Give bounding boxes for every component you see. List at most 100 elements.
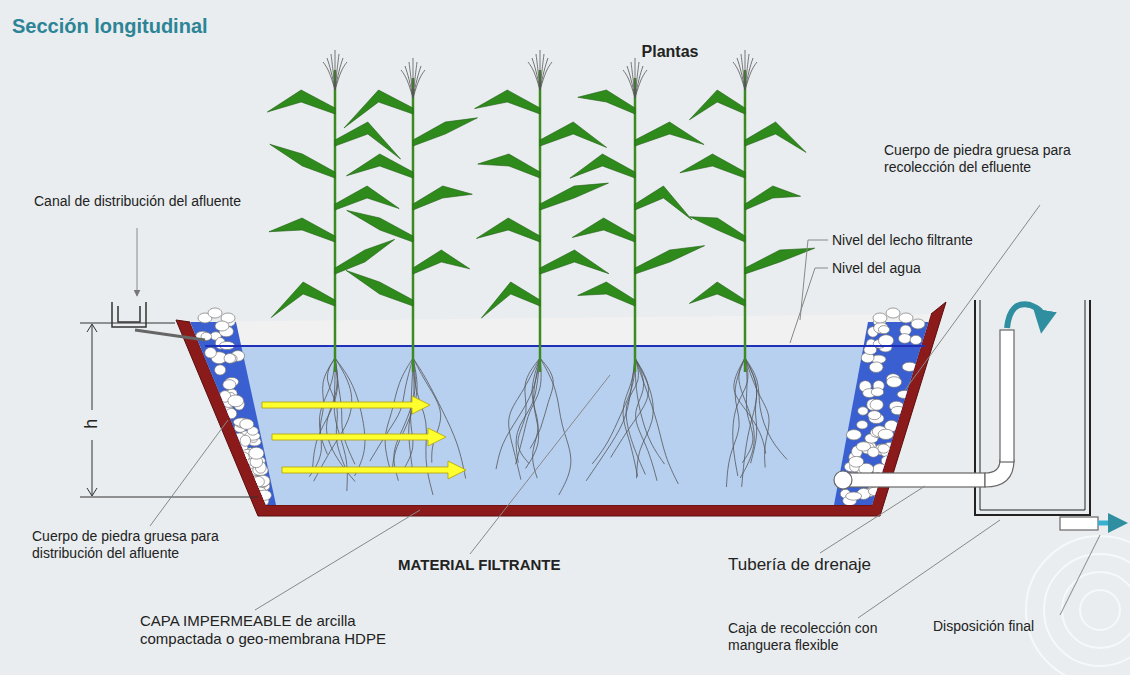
plant-leaf — [745, 122, 806, 152]
plant-root — [516, 358, 542, 464]
plant-leaf — [578, 282, 635, 306]
plant-root — [726, 358, 745, 487]
plant-root — [592, 358, 635, 464]
plant-leaf — [690, 217, 745, 242]
gravel-stone — [899, 334, 911, 344]
gravel-stone — [910, 335, 922, 344]
plant-root — [532, 358, 540, 478]
water — [180, 347, 960, 517]
plant-leaf — [475, 90, 540, 114]
plant-panicle — [413, 70, 425, 98]
gravel-stone — [208, 308, 222, 318]
plant-panicle — [331, 54, 335, 90]
plant-panicle — [536, 54, 540, 90]
plant-panicle — [532, 58, 540, 90]
plant-panicle — [335, 62, 347, 90]
plant-leaf — [689, 90, 745, 120]
plant-leaf — [413, 250, 470, 274]
gravel-stone — [249, 447, 264, 459]
gravel-stone — [871, 388, 883, 397]
plant-leaf — [635, 122, 704, 146]
plant-leaf — [413, 186, 472, 210]
gravel-stone — [228, 395, 244, 407]
plant-leaf — [540, 122, 607, 147]
decor-rings — [1026, 536, 1130, 675]
part-label: Cuerpo de piedra gruesa para recolección… — [884, 142, 1114, 176]
plant-leaf — [269, 218, 335, 242]
plant-panicle — [737, 58, 745, 90]
gravel-stone — [215, 365, 226, 375]
plant-root — [335, 358, 365, 476]
gravel-stone — [886, 308, 900, 318]
plant-root — [327, 358, 356, 482]
plant-panicle — [627, 66, 635, 98]
plant-leaf — [335, 186, 399, 210]
plant-stem — [539, 70, 542, 372]
plant-leaf — [346, 270, 413, 306]
part-label: h — [81, 412, 103, 436]
plant-root — [530, 358, 553, 449]
gravel-stone — [238, 452, 250, 462]
plant-root — [413, 358, 466, 479]
gravel-stone — [878, 326, 889, 334]
part-label: MATERIAL FILTRANTE — [398, 556, 618, 574]
plant-root — [385, 358, 413, 472]
roots — [309, 358, 787, 495]
plant-panicle — [631, 62, 635, 98]
gravel-stone — [858, 407, 868, 415]
gravel-stone — [870, 399, 883, 410]
plant-root — [739, 358, 754, 478]
part-label: Tubería de drenaje — [728, 555, 928, 575]
plant-leaf — [271, 282, 335, 318]
gravel-stone — [857, 421, 868, 429]
plant-root — [635, 358, 664, 464]
plant-leaf — [745, 186, 801, 210]
plant-root — [540, 358, 571, 495]
plant-leaf — [346, 154, 413, 178]
plant-leaf — [335, 239, 395, 274]
plant-root — [742, 358, 757, 487]
plant-leaf — [635, 246, 705, 274]
plant-leaf — [344, 90, 413, 128]
plant-root — [409, 358, 417, 473]
gravel-stone — [878, 335, 893, 347]
gravel-stone — [846, 492, 862, 500]
plant-stem — [634, 78, 637, 372]
part-label: Caja de recolección con manguera flexibl… — [728, 620, 898, 654]
plant-leaf — [635, 186, 692, 220]
distribution-canal — [112, 302, 205, 340]
plant-panicle — [745, 62, 757, 90]
gravel-stone — [869, 362, 883, 373]
gravel-stone — [226, 408, 237, 418]
plant-root — [370, 358, 413, 461]
plant-root — [745, 358, 769, 467]
plant-panicle — [327, 58, 335, 90]
plant-leaf — [267, 90, 335, 114]
gravel-stone — [224, 353, 235, 363]
part-label: Plantas — [630, 42, 710, 61]
gravel-stone — [899, 313, 913, 323]
plant-leaf — [347, 210, 413, 242]
gravel-stone — [223, 380, 236, 390]
plant-panicle — [540, 62, 552, 90]
gravel-stone — [868, 447, 879, 457]
drain-pipe — [834, 330, 1098, 530]
part-label: Nivel del agua — [832, 260, 1032, 277]
plant-leaf — [270, 144, 335, 178]
gravel-stone — [252, 476, 264, 486]
gravel-stone — [868, 411, 881, 420]
plant-panicle — [741, 54, 745, 90]
h-dimension — [80, 323, 258, 497]
gravel-stone — [891, 406, 905, 414]
gravel-stone — [215, 321, 229, 331]
plant-panicle — [635, 70, 647, 98]
plant-root — [496, 358, 540, 469]
plant-leaf — [478, 154, 540, 178]
gravel-stone — [886, 377, 901, 388]
plant-leaf — [540, 250, 609, 274]
leader-lines — [137, 205, 1100, 618]
plant-root — [586, 358, 635, 481]
plant-leaf — [570, 154, 635, 178]
gravel-stone — [878, 429, 893, 439]
